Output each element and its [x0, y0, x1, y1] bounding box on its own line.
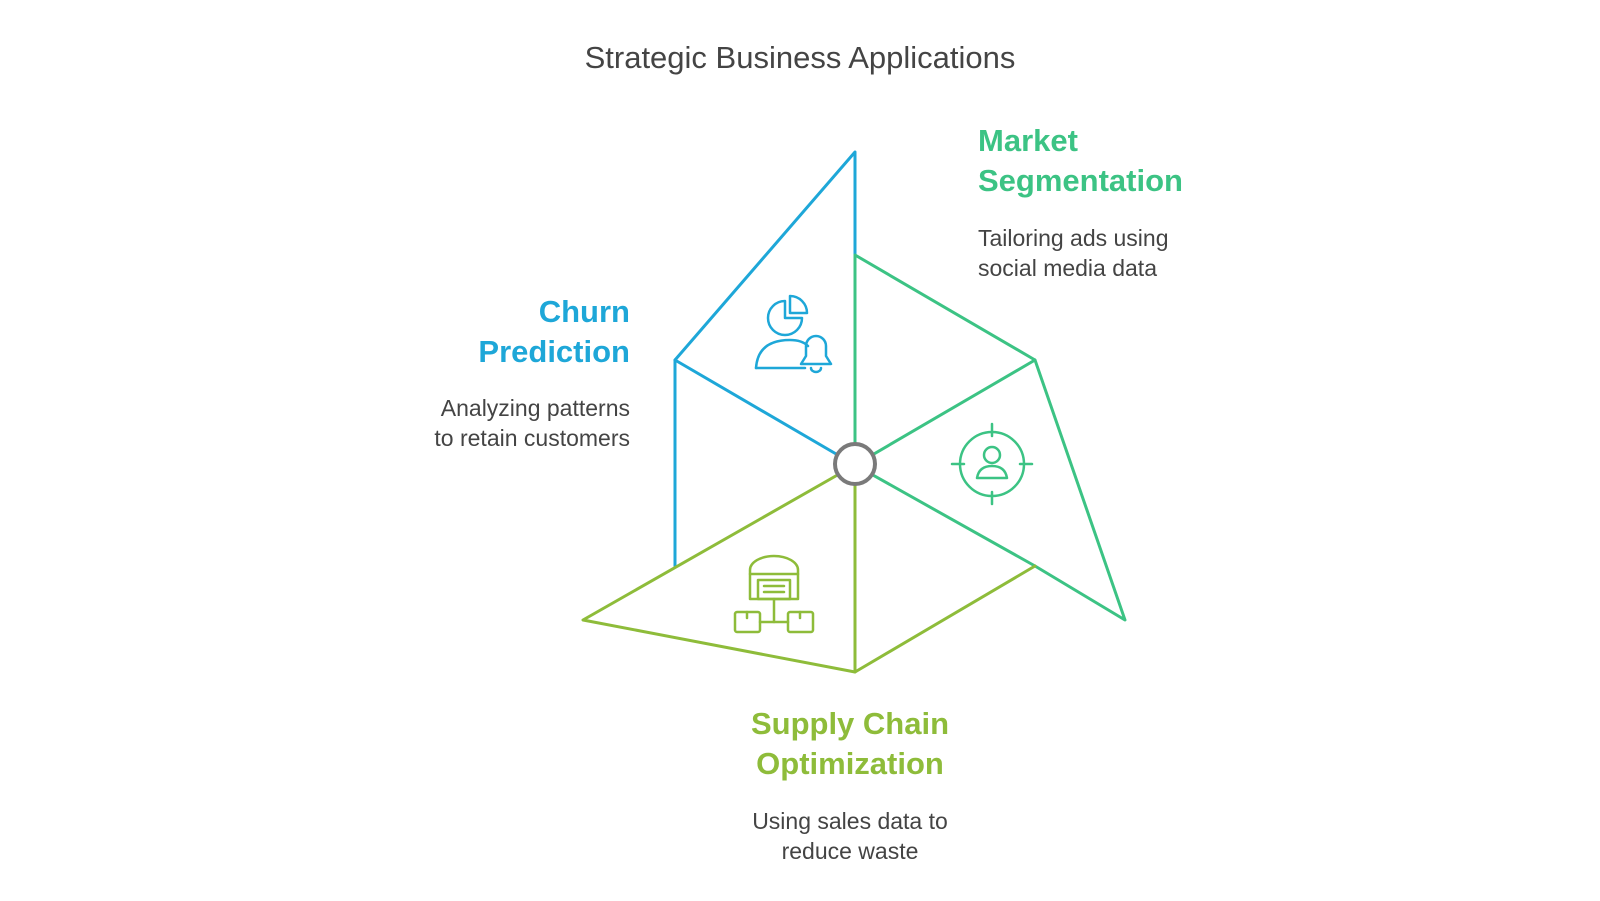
market-segmentation-heading: Market Segmentation	[978, 121, 1183, 201]
supply-chain-heading: Supply Chain Optimization	[700, 704, 1000, 784]
warehouse-network-icon	[733, 554, 815, 634]
supply-chain-blade	[581, 463, 1037, 674]
churn-prediction-heading: Churn Prediction	[380, 292, 630, 372]
supply-heading-line2: Optimization	[756, 746, 944, 781]
market-desc-line1: Tailoring ads using	[978, 225, 1169, 251]
supply-desc-line1: Using sales data to	[752, 808, 948, 834]
market-desc-line2: social media data	[978, 255, 1157, 281]
supply-desc-line2: reduce waste	[781, 838, 919, 864]
user-chart-bell-icon	[754, 294, 833, 374]
market-heading-line2: Segmentation	[978, 163, 1183, 198]
target-person-icon	[950, 422, 1034, 506]
market-segmentation-blade	[853, 253, 1127, 622]
market-segmentation-description: Tailoring ads using social media data	[978, 223, 1169, 283]
supply-chain-description: Using sales data to reduce waste	[700, 806, 1000, 866]
churn-heading-line2: Prediction	[478, 334, 630, 369]
churn-desc-line2: to retain customers	[434, 425, 630, 451]
diagram-title: Strategic Business Applications	[584, 40, 1016, 75]
churn-desc-line1: Analyzing patterns	[440, 395, 630, 421]
center-hub	[833, 442, 877, 486]
market-heading-line1: Market	[978, 123, 1078, 158]
supply-heading-line1: Supply Chain	[750, 706, 950, 741]
churn-prediction-description: Analyzing patterns to retain customers	[380, 393, 630, 453]
churn-heading-line1: Churn	[538, 294, 630, 329]
